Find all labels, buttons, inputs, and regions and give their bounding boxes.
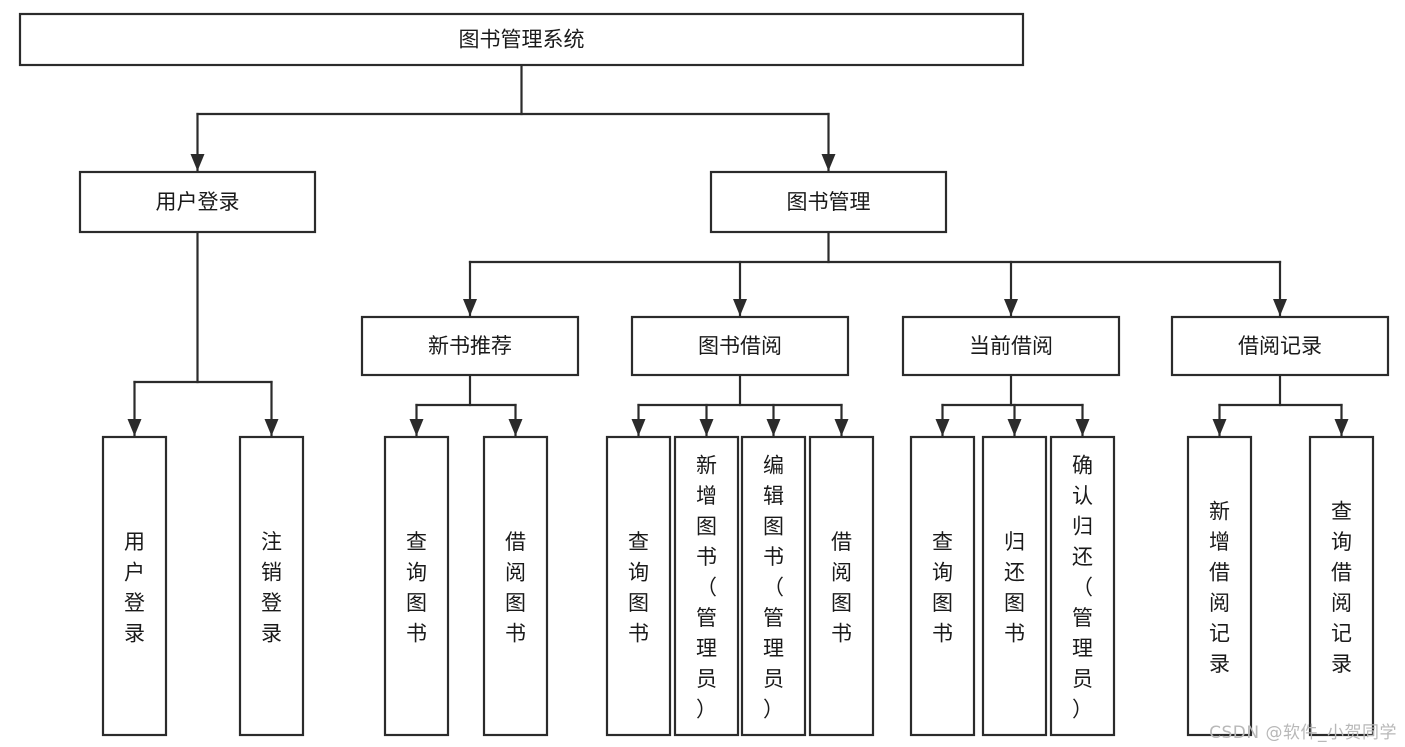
arrow-head-icon [1004,299,1018,316]
arrow-head-icon [1273,299,1287,316]
node-box-leaf-borrow-book-2 [808,435,875,737]
arrow-head-icon [1007,419,1022,436]
node-label-leaf-borrow-book-1: 借阅图书 [505,530,526,646]
arrow-head-icon [409,419,424,436]
node-label-borrow-record: 借阅记录 [1238,334,1322,358]
arrow-head-icon [127,419,142,436]
node-leaf-confirm-return[interactable]: 确认归还（管理员） [1049,435,1116,737]
node-box-root [18,12,1025,67]
arrow-head-icon [766,419,781,436]
arrow-head-icon [935,419,950,436]
node-box-leaf-return-book [981,435,1048,737]
node-leaf-query-record[interactable]: 查询借阅记录 [1308,435,1375,737]
node-box-leaf-edit-book [740,435,807,737]
node-label-leaf-query-book-3: 查询图书 [932,530,953,646]
node-label-leaf-edit-book: 编辑图书（管理员） [763,454,784,722]
arrow-head-icon [834,419,849,436]
node-leaf-logout[interactable]: 注销登录 [238,435,305,737]
arrow-head-icon [264,419,279,436]
node-label-new-book-recommend: 新书推荐 [428,334,512,358]
node-box-book-borrow [630,315,850,377]
node-label-leaf-query-record: 查询借阅记录 [1331,499,1352,676]
node-box-leaf-add-book [673,435,740,737]
edge-group-book-borrow [631,373,849,437]
node-label-leaf-borrow-book-2: 借阅图书 [831,530,852,646]
node-box-leaf-logout [238,435,305,737]
node-box-current-borrow [901,315,1121,377]
node-root[interactable]: 图书管理系统 [18,12,1025,67]
node-label-leaf-query-book-1: 查询图书 [406,530,427,646]
node-book-manage[interactable]: 图书管理 [709,170,948,234]
node-borrow-record[interactable]: 借阅记录 [1170,315,1390,377]
arrow-head-icon [1075,419,1090,436]
arrow-head-icon [821,154,836,171]
arrow-head-icon [733,299,747,316]
node-box-leaf-borrow-book-1 [482,435,549,737]
arrow-head-icon [631,419,646,436]
node-leaf-query-book-1[interactable]: 查询图书 [383,435,450,737]
edge-group-user-login [127,230,279,437]
node-box-leaf-query-book-1 [383,435,450,737]
node-label-leaf-query-book-2: 查询图书 [628,530,649,646]
node-user-login[interactable]: 用户登录 [78,170,317,234]
node-leaf-return-book[interactable]: 归还图书 [981,435,1048,737]
edge-group-new-book-recommend [409,373,523,437]
edge-layer [127,63,1349,437]
node-label-leaf-confirm-return: 确认归还（管理员） [1072,454,1093,722]
edge-group-borrow-record [1212,373,1349,437]
node-box-leaf-confirm-return [1049,435,1116,737]
node-label-leaf-logout: 注销登录 [261,530,282,646]
node-box-book-manage [709,170,948,234]
node-label-book-borrow: 图书借阅 [698,334,782,358]
edge-group-root [190,63,836,172]
node-box-new-book-recommend [360,315,580,377]
arrow-head-icon [699,419,714,436]
node-leaf-query-book-3[interactable]: 查询图书 [909,435,976,737]
node-box-user-login [78,170,317,234]
arrow-head-icon [190,154,205,171]
node-box-leaf-user-login [101,435,168,737]
node-book-borrow[interactable]: 图书借阅 [630,315,850,377]
node-label-user-login: 用户登录 [156,190,240,214]
node-new-book-recommend[interactable]: 新书推荐 [360,315,580,377]
arrow-head-icon [1334,419,1349,436]
node-leaf-add-book[interactable]: 新增图书（管理员） [673,435,740,737]
node-box-leaf-query-record [1308,435,1375,737]
node-leaf-borrow-book-2[interactable]: 借阅图书 [808,435,875,737]
node-current-borrow[interactable]: 当前借阅 [901,315,1121,377]
node-leaf-borrow-book-1[interactable]: 借阅图书 [482,435,549,737]
node-label-leaf-add-book: 新增图书（管理员） [696,454,717,722]
arrow-head-icon [508,419,523,436]
node-box-leaf-add-record [1186,435,1253,737]
node-leaf-query-book-2[interactable]: 查询图书 [605,435,672,737]
node-label-root: 图书管理系统 [459,28,585,52]
arrow-head-icon [463,299,477,316]
node-label-leaf-user-login: 用户登录 [124,530,145,646]
edge-group-current-borrow [935,373,1090,437]
edge-group-book-manage [463,230,1287,317]
node-leaf-user-login[interactable]: 用户登录 [101,435,168,737]
node-label-current-borrow: 当前借阅 [969,334,1053,358]
node-box-leaf-query-book-2 [605,435,672,737]
node-label-book-manage: 图书管理 [787,190,871,214]
node-layer: 图书管理系统用户登录图书管理新书推荐图书借阅当前借阅借阅记录用户登录注销登录查询… [18,12,1390,737]
node-label-leaf-return-book: 归还图书 [1004,530,1025,646]
node-box-borrow-record [1170,315,1390,377]
node-leaf-add-record[interactable]: 新增借阅记录 [1186,435,1253,737]
arrow-head-icon [1212,419,1227,436]
node-box-leaf-query-book-3 [909,435,976,737]
node-label-leaf-add-record: 新增借阅记录 [1209,499,1230,676]
node-leaf-edit-book[interactable]: 编辑图书（管理员） [740,435,807,737]
watermark-label: CSDN @软件_小贺同学 [1209,723,1397,743]
